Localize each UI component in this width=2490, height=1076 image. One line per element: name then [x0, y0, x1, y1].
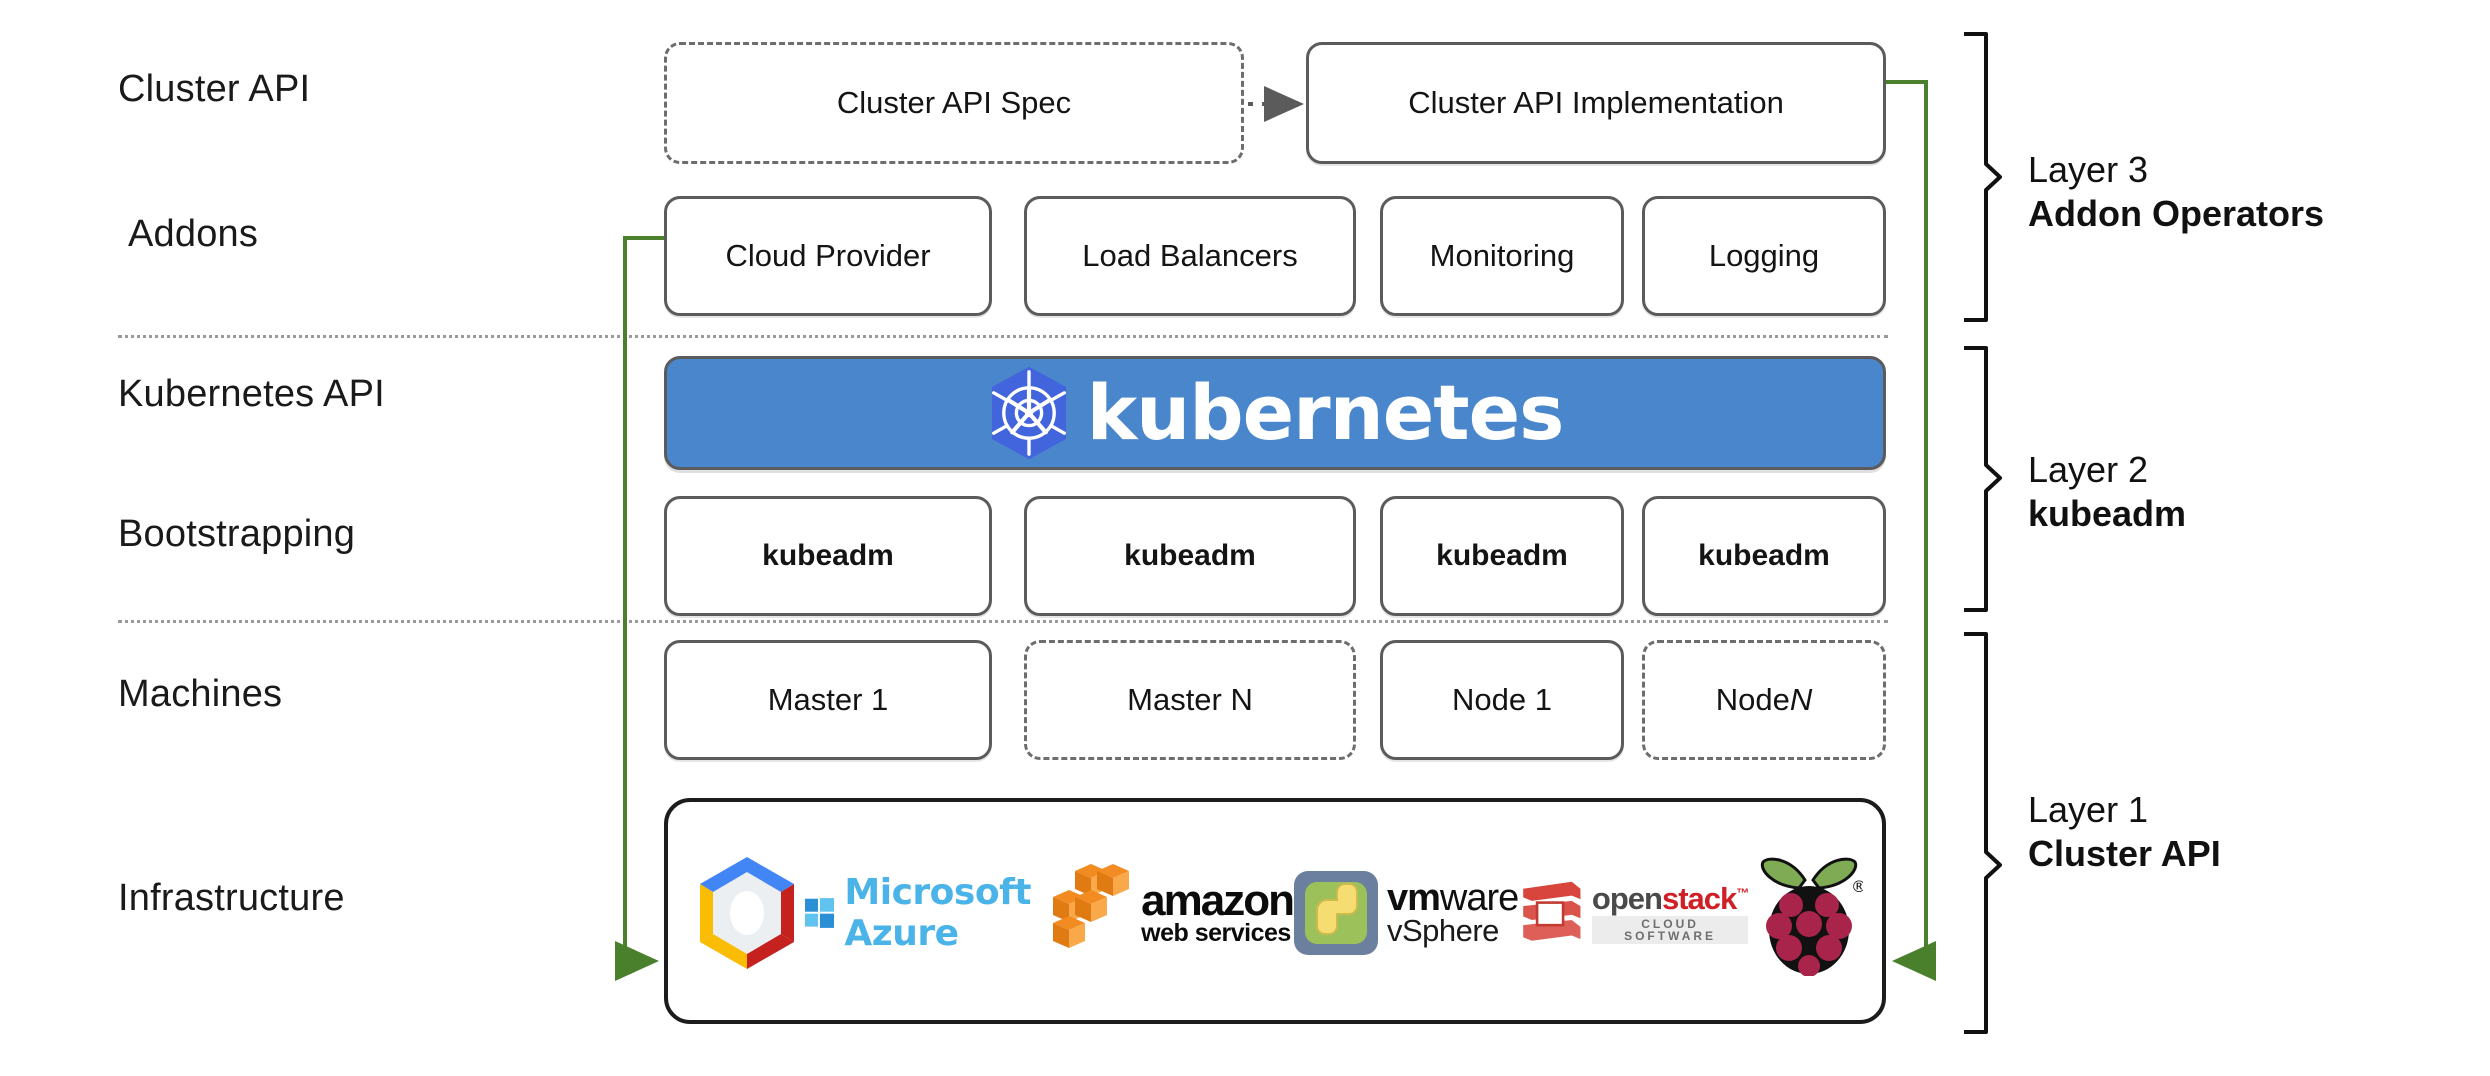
box-cluster-api-spec[interactable]: Cluster API Spec — [664, 42, 1244, 164]
logo-amazon-web-services: amazon web services — [1047, 862, 1295, 964]
vmware-text: vmware — [1386, 877, 1519, 920]
infrastructure-logo-strip: Microsoft Azure — [690, 838, 1870, 988]
bracket-layer-1 — [1964, 632, 2002, 1034]
kubernetes-helm-wheel-icon — [991, 366, 1066, 460]
layer-3-line1: Layer 3 — [2028, 149, 2149, 190]
azure-wordmark: Microsoft Azure — [844, 872, 1031, 954]
machine-node-n-prefix: Node — [1715, 682, 1790, 717]
row-label-cluster-api: Cluster API — [118, 68, 311, 110]
box-kubeadm-2[interactable]: kubeadm — [1024, 496, 1356, 616]
machine-node-n-italic: N — [1789, 682, 1813, 717]
vsphere-icon — [1293, 871, 1378, 955]
openstack-icon — [1523, 881, 1581, 941]
svg-text:®: ® — [1851, 877, 1863, 896]
aws-wordmark: amazon web services — [1141, 876, 1295, 947]
aws-boxes-icon — [1053, 864, 1130, 948]
vmware-wordmark: vmware vSphere — [1386, 877, 1519, 949]
layer-2-line1: Layer 2 — [2028, 449, 2149, 490]
box-kubeadm-4[interactable]: kubeadm — [1642, 496, 1886, 616]
row-label-bootstrapping: Bootstrapping — [118, 513, 356, 555]
layer-1-line1: Layer 1 — [2028, 789, 2149, 830]
raspberry-pi-icon: ® — [1760, 857, 1863, 976]
section-divider-upper — [118, 335, 1888, 338]
layer-label-3: Layer 3 Addon Operators — [2028, 148, 2324, 236]
row-label-kubernetes-api: Kubernetes API — [118, 373, 385, 415]
box-kubeadm-1[interactable]: kubeadm — [664, 496, 992, 616]
box-machine-node-1[interactable]: Node 1 — [1380, 640, 1624, 760]
box-addon-logging[interactable]: Logging — [1642, 196, 1886, 316]
layer-label-1: Layer 1 Cluster API — [2028, 788, 2221, 876]
connector-implementation-to-infrastructure — [1886, 80, 1936, 981]
web-services-text: web services — [1141, 918, 1291, 947]
kubernetes-banner[interactable]: kubernetes — [664, 356, 1886, 470]
cloud-software-text: CLOUD SOFTWARE — [1591, 915, 1749, 944]
logo-google-cloud-platform — [690, 853, 805, 973]
amazon-text: amazon — [1141, 876, 1295, 926]
box-kubeadm-3[interactable]: kubeadm — [1380, 496, 1624, 616]
connector-cloud-provider-to-infrastructure — [615, 236, 664, 981]
kubernetes-wordmark: kubernetes — [1086, 368, 1565, 457]
layer-2-line2: kubeadm — [2028, 492, 2187, 534]
box-machine-master-1[interactable]: Master 1 — [664, 640, 992, 760]
logo-vmware-vsphere: vmware vSphere — [1293, 870, 1519, 956]
box-addon-monitoring[interactable]: Monitoring — [1380, 196, 1624, 316]
bracket-layer-3 — [1964, 32, 2002, 322]
row-label-machines: Machines — [118, 673, 283, 715]
logo-raspberry-pi: ® — [1748, 850, 1870, 976]
layer-3-line2: Addon Operators — [2028, 192, 2325, 234]
microsoft-windows-icon — [804, 898, 835, 928]
layer-1-line2: Cluster API — [2028, 832, 2221, 874]
row-label-infrastructure: Infrastructure — [118, 877, 345, 919]
section-divider-lower — [118, 620, 1888, 623]
bracket-layer-2 — [1964, 346, 2002, 612]
vsphere-text: vSphere — [1386, 913, 1499, 949]
logo-openstack: openstack™ CLOUD SOFTWARE — [1518, 871, 1749, 955]
layer-label-2: Layer 2 kubeadm — [2028, 448, 2186, 536]
logo-microsoft-azure: Microsoft Azure — [804, 872, 1048, 954]
box-addon-load-balancers[interactable]: Load Balancers — [1024, 196, 1356, 316]
box-addon-cloud-provider[interactable]: Cloud Provider — [664, 196, 992, 316]
box-machine-master-n[interactable]: Master N — [1024, 640, 1356, 760]
google-cloud-platform-icon — [700, 857, 795, 969]
box-infrastructure[interactable] — [664, 798, 1886, 1024]
box-cluster-api-implementation[interactable]: Cluster API Implementation — [1306, 42, 1886, 164]
openstack-text: openstack™ — [1591, 880, 1749, 916]
box-machine-node-n[interactable]: Node N — [1642, 640, 1886, 760]
openstack-wordmark: openstack™ CLOUD SOFTWARE — [1591, 880, 1749, 944]
row-label-addons: Addons — [128, 213, 259, 255]
